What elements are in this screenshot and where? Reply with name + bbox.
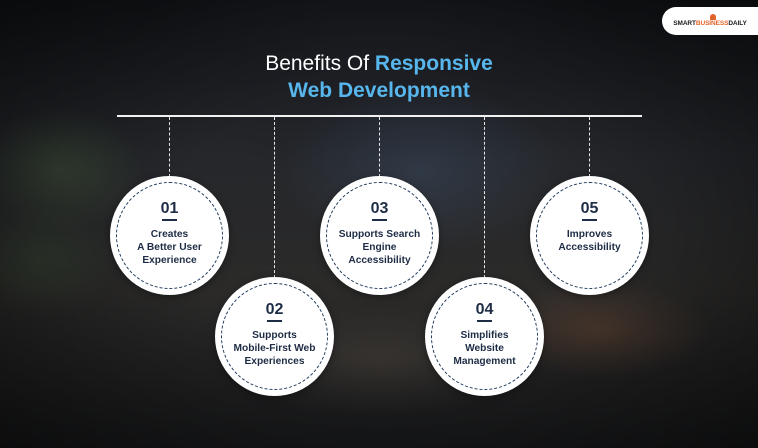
- benefit-number: 02: [265, 301, 284, 318]
- benefit-circle-03: 03 Supports Search Engine Accessibility: [320, 176, 439, 295]
- logo-accent: BUSINESS: [695, 19, 729, 27]
- page-title: Benefits Of Responsive Web Development: [0, 50, 758, 104]
- benefit-circle-01: 01 Creates A Better User Experience: [110, 176, 229, 295]
- benefit-number: 03: [370, 200, 389, 217]
- dashed-ring: 01 Creates A Better User Experience: [116, 182, 223, 289]
- logo-text: SMARTBUSINESSDAILY: [673, 19, 747, 27]
- connector-02: [274, 117, 275, 278]
- title-highlight-1: Responsive: [374, 52, 493, 75]
- benefit-number: 04: [475, 301, 494, 318]
- benefit-circle-04: 04 Simplifies Website Management: [425, 277, 544, 396]
- connector-04: [484, 117, 485, 278]
- dashed-ring: 05 Improves Accessibility: [536, 182, 643, 289]
- number-underline: [162, 219, 177, 221]
- title-line-1: Benefits Of Responsive: [0, 50, 758, 77]
- title-line-2: Web Development: [0, 77, 758, 104]
- benefit-label: Supports Search Engine Accessibility: [338, 229, 421, 266]
- logo-prefix: SMART: [673, 19, 696, 27]
- smartbusinessdaily-logo: SMARTBUSINESSDAILY: [662, 7, 758, 35]
- benefit-circle-02: 02 Supports Mobile-First Web Experiences: [215, 277, 334, 396]
- dashed-ring: 04 Simplifies Website Management: [431, 283, 538, 390]
- title-plain: Benefits Of: [265, 52, 375, 75]
- benefit-circle-05: 05 Improves Accessibility: [530, 176, 649, 295]
- benefit-label: Simplifies Website Management: [453, 330, 516, 367]
- logo-mark-icon: [710, 14, 716, 20]
- benefit-label: Supports Mobile-First Web Experiences: [233, 330, 316, 367]
- title-divider: [117, 115, 642, 117]
- title-highlight-2: Web Development: [288, 79, 470, 102]
- number-underline: [372, 219, 387, 221]
- number-underline: [267, 320, 282, 322]
- connector-05: [589, 117, 590, 177]
- number-underline: [477, 320, 492, 322]
- logo-suffix: DAILY: [728, 19, 747, 27]
- number-underline: [582, 219, 597, 221]
- dashed-ring: 02 Supports Mobile-First Web Experiences: [221, 283, 328, 390]
- connector-03: [379, 117, 380, 177]
- benefit-label: Creates A Better User Experience: [137, 229, 202, 266]
- benefit-number: 01: [160, 200, 179, 217]
- connector-01: [169, 117, 170, 177]
- benefit-label: Improves Accessibility: [558, 229, 621, 253]
- benefit-number: 05: [580, 200, 599, 217]
- dashed-ring: 03 Supports Search Engine Accessibility: [326, 182, 433, 289]
